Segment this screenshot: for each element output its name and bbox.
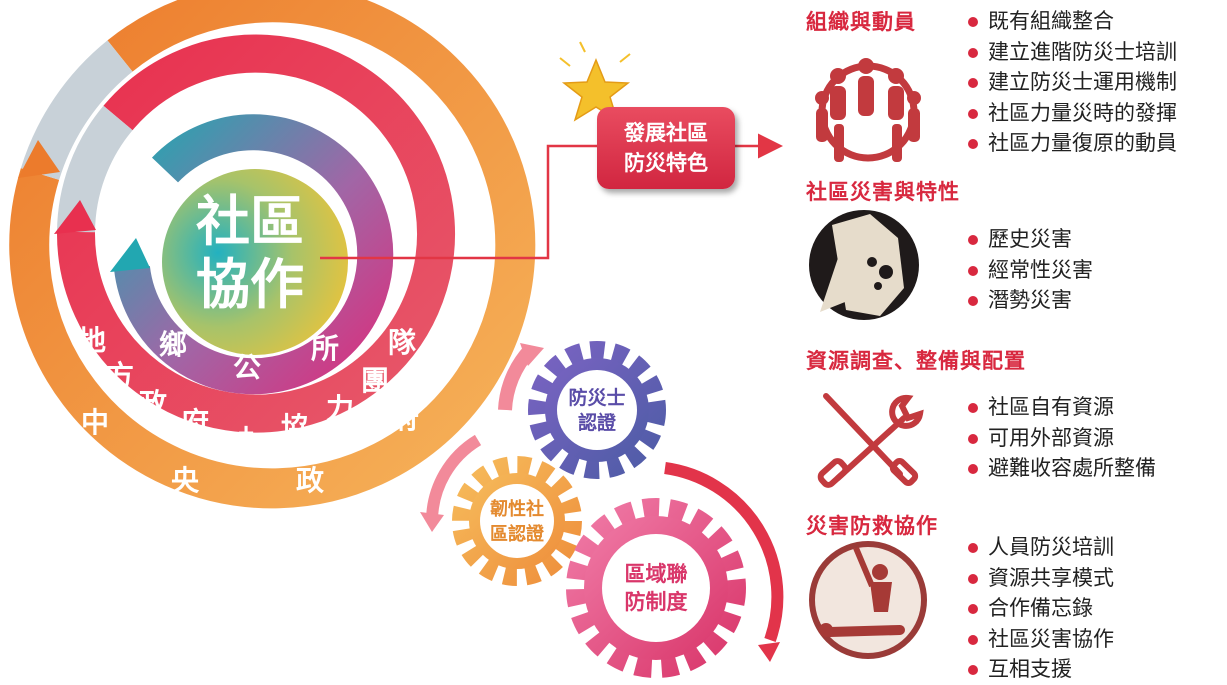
list-item: 社區自有資源 — [966, 392, 1156, 423]
list-item: 人員防災培訓 — [966, 532, 1114, 563]
middle-ring-char: 協 — [281, 412, 309, 443]
landslide-icon — [809, 210, 919, 320]
gear-large-label-2: 防制度 — [625, 590, 688, 614]
gear-large-label-1: 區域聯 — [625, 562, 688, 586]
ring-outer — [9, 0, 536, 509]
center-title-line2: 協作 — [196, 255, 304, 315]
star-icon — [559, 41, 631, 122]
gear-small — [528, 341, 666, 479]
list-item: 社區力量復原的動員 — [966, 128, 1177, 159]
list-item: 既有組織整合 — [966, 6, 1177, 37]
inner-ring-char: 公 — [233, 352, 261, 383]
list-item: 經常性災害 — [966, 255, 1093, 286]
section-list-resources: 社區自有資源 可用外部資源 避難收容處所整備 — [966, 392, 1156, 484]
middle-ring-char: 隊 — [388, 327, 417, 358]
middle-ring-char: 府 — [181, 406, 209, 438]
section-title-resources: 資源調查、整備與配置 — [806, 349, 1026, 373]
middle-ring-char: 政 — [139, 388, 167, 419]
middle-ring-char: + — [238, 417, 254, 448]
list-item: 潛勢災害 — [966, 285, 1093, 316]
outer-ring-char: 府 — [391, 402, 419, 434]
section-list-cooperation: 人員防災培訓 資源共享模式 合作備忘錄 社區災害協作 互相支援 — [966, 532, 1114, 685]
section-title-cooperation: 災害防救協作 — [806, 514, 938, 538]
gear-large — [566, 498, 746, 678]
ring-middle — [54, 34, 455, 433]
gear-arrow-left — [426, 434, 482, 521]
list-item: 可用外部資源 — [966, 423, 1156, 454]
section-title-organization: 組織與動員 — [806, 10, 916, 34]
list-item: 社區力量災時的發揮 — [966, 98, 1177, 129]
center-circle — [162, 169, 348, 355]
list-item: 互相支援 — [966, 654, 1114, 685]
tools-icon — [817, 393, 924, 488]
middle-ring-char: 團 — [361, 365, 389, 396]
middle-ring-char: 方 — [106, 359, 134, 391]
list-item: 建立防災士運用機制 — [966, 67, 1177, 98]
list-item: 建立進階防災士培訓 — [966, 37, 1177, 68]
center-title-line1: 社區 — [196, 192, 304, 252]
section-title-hazards: 社區災害與特性 — [806, 180, 960, 204]
middle-ring-char: 地 — [78, 325, 106, 356]
gear-arrow-right — [664, 462, 784, 642]
outer-ring-char: 政 — [296, 465, 324, 496]
inner-ring-char: 所 — [311, 333, 339, 364]
gear-medium — [452, 456, 582, 586]
list-item: 資源共享模式 — [966, 563, 1114, 594]
list-item: 歷史災害 — [966, 224, 1093, 255]
section-list-organization: 既有組織整合 建立進階防災士培訓 建立防災士運用機制 社區力量災時的發揮 社區力… — [966, 6, 1177, 159]
outer-ring-char: 中 — [81, 407, 109, 438]
feature-line1: 發展社區 — [624, 121, 708, 145]
rescue-icon — [809, 541, 927, 659]
list-item: 避難收容處所整備 — [966, 453, 1156, 484]
gear-medium-label-1: 韌性社 — [490, 498, 544, 519]
list-item: 合作備忘錄 — [966, 593, 1114, 624]
gear-medium-label-2: 區認證 — [490, 523, 545, 544]
feature-line2: 防災特色 — [624, 151, 708, 175]
ring-inner — [110, 114, 394, 395]
gear-small-label-1: 防災士 — [568, 386, 625, 409]
people-circle-icon — [815, 58, 921, 162]
feature-badge: 發展社區 防災特色 — [597, 107, 735, 189]
inner-ring-char: 鄉 — [159, 329, 187, 360]
outer-ring-char: 央 — [171, 465, 200, 496]
section-list-hazards: 歷史災害 經常性災害 潛勢災害 — [966, 224, 1093, 316]
gear-small-label-2: 認證 — [578, 411, 617, 434]
middle-ring-char: 力 — [326, 393, 354, 424]
list-item: 社區災害協作 — [966, 624, 1114, 655]
